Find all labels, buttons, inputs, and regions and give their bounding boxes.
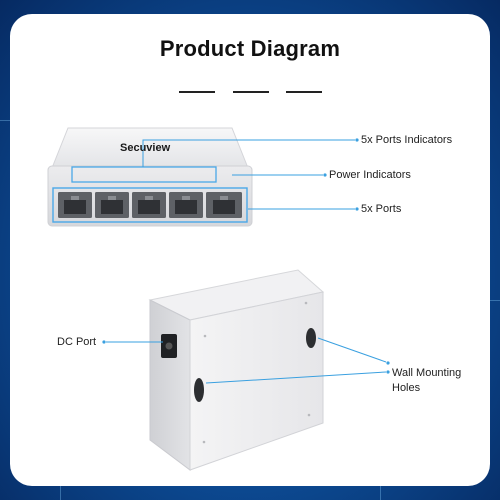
wall-mount-hole — [194, 378, 204, 402]
callout-ports: 5x Ports — [361, 203, 402, 215]
circuit-trace — [60, 486, 61, 500]
callout-port-indicators: 5x Ports Indicators — [361, 134, 453, 146]
callout-dc-port: DC Port — [57, 336, 97, 348]
callout-wall-mounting-line1: Wall Mounting — [392, 367, 462, 379]
switch-device-back — [148, 269, 325, 471]
brand-logo: Secuview — [120, 142, 171, 154]
title-underline-dash — [286, 91, 322, 93]
ports-highlight — [52, 187, 248, 223]
callout-wall-mounting-line2: Holes — [392, 382, 421, 394]
switch-device-front — [47, 127, 253, 227]
callout-wall-mounting-holes: Wall Mounting Holes — [392, 366, 461, 396]
wall-mount-hole — [306, 328, 316, 348]
callout-power-indicators: Power Indicators — [329, 169, 411, 181]
title-underline-dash — [233, 91, 269, 93]
callout-lines — [102, 138, 390, 384]
circuit-trace — [490, 300, 500, 301]
title-underline-dash — [179, 91, 215, 93]
circuit-trace — [380, 486, 381, 500]
circuit-trace — [0, 120, 10, 121]
indicator-strip-highlight — [71, 166, 217, 183]
page-title: Product Diagram — [159, 36, 341, 61]
